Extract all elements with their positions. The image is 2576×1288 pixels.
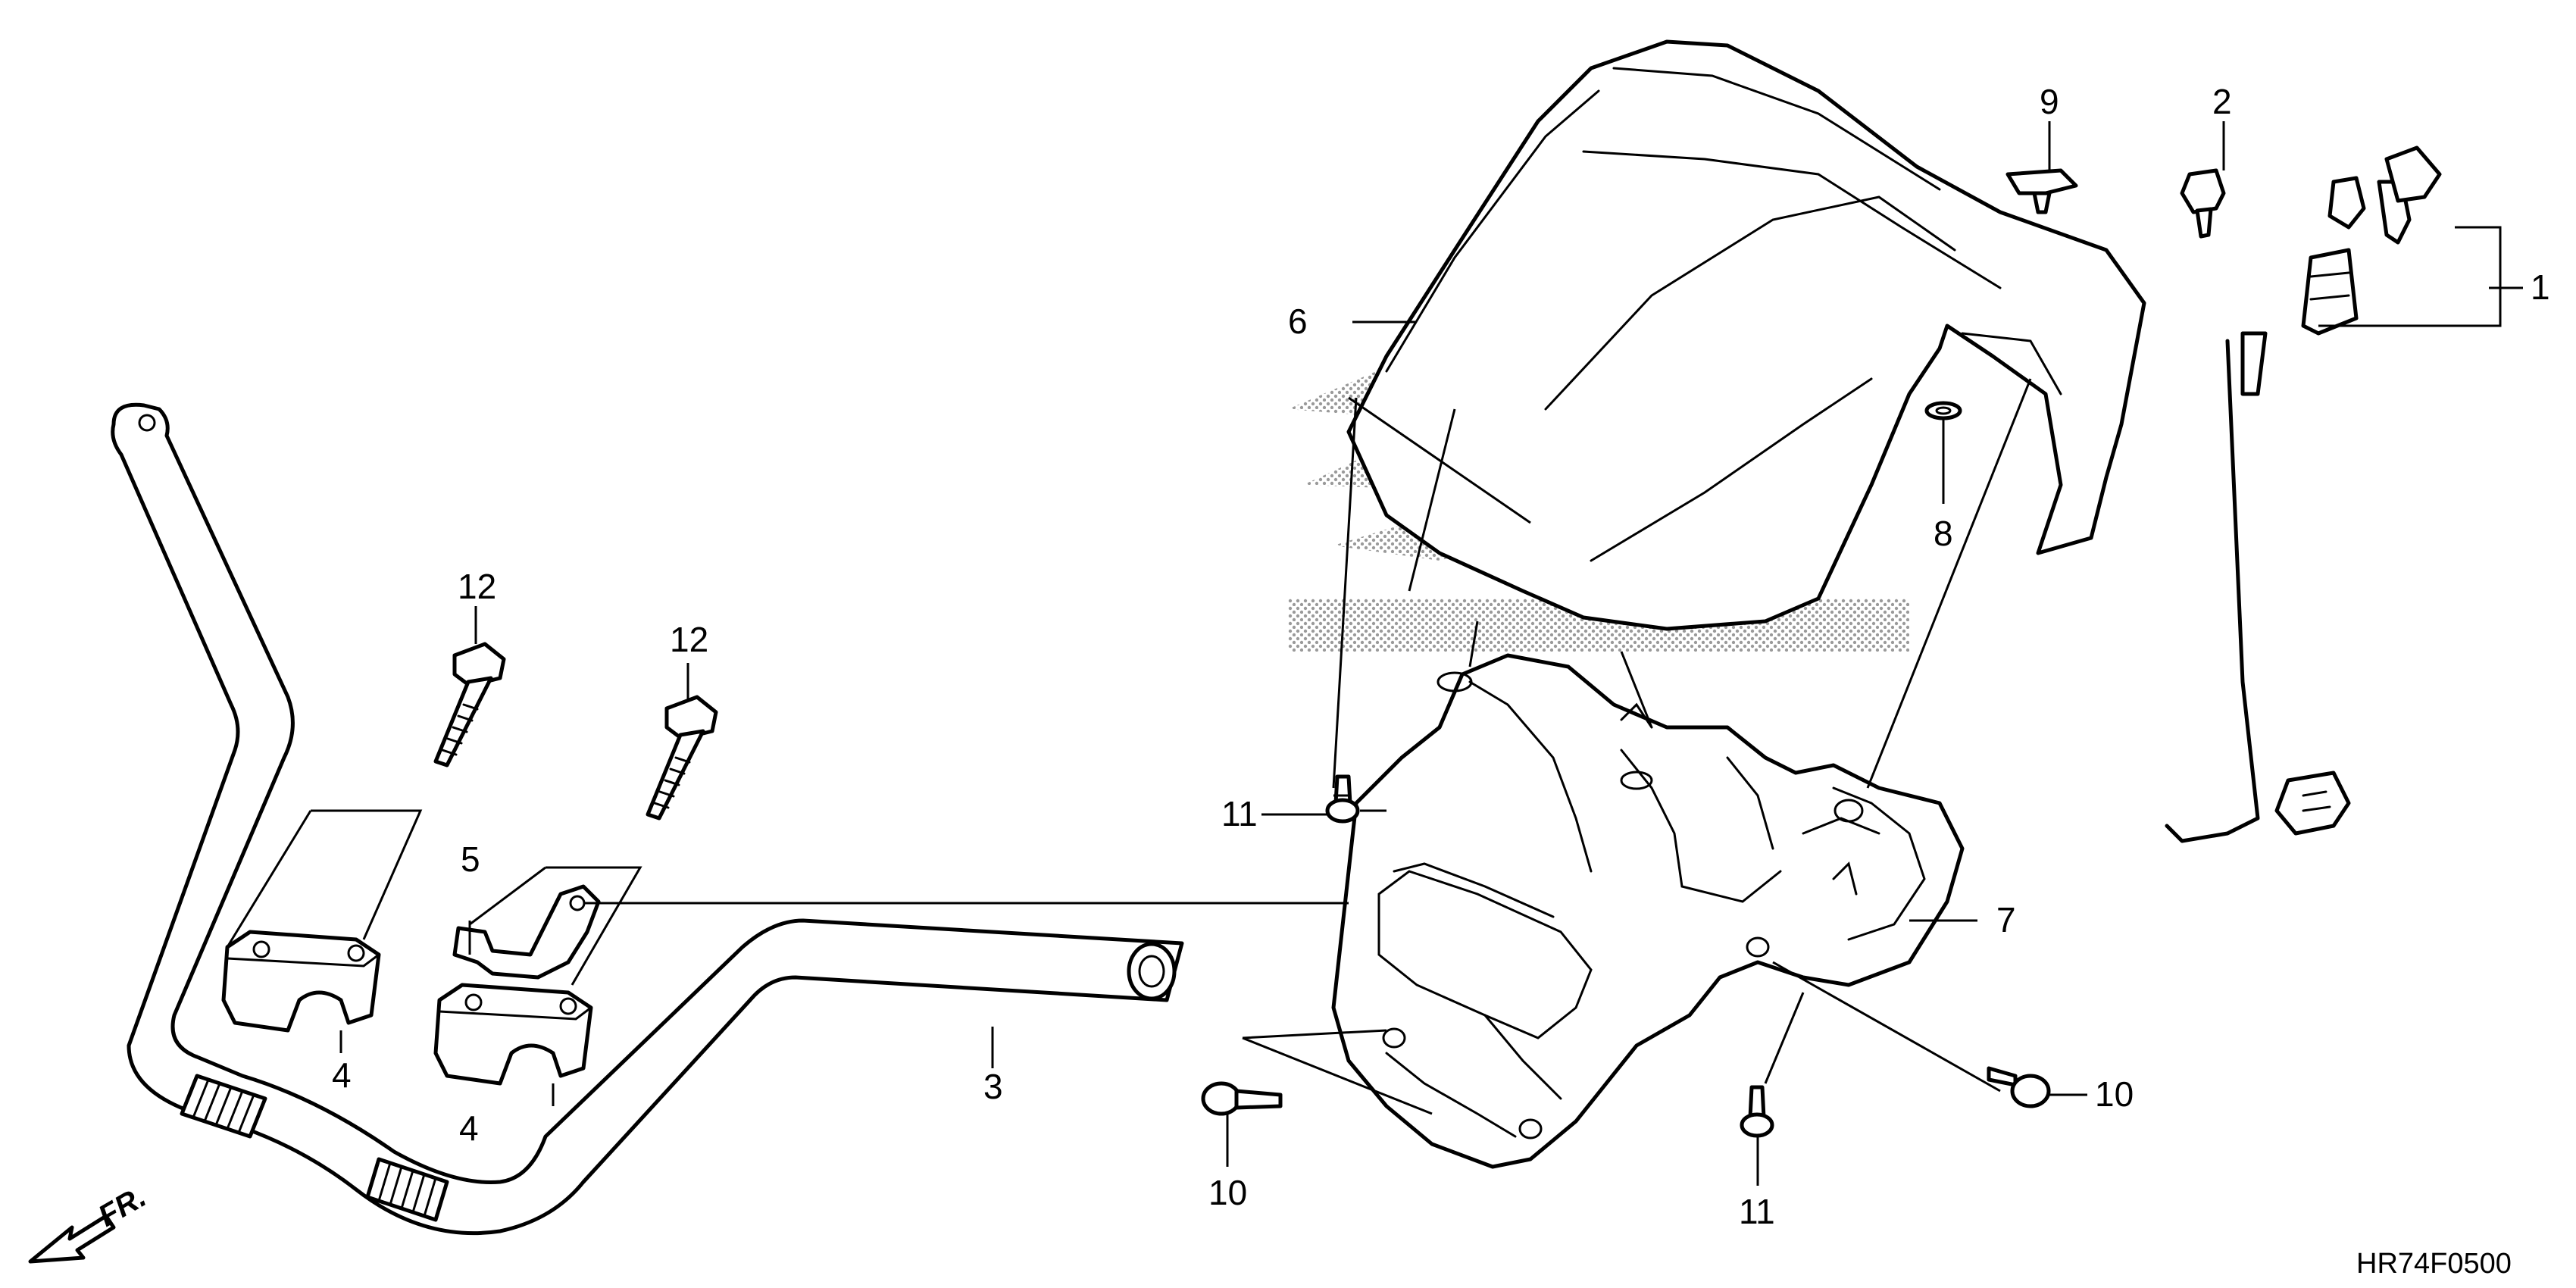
screw-part-10b [1987,1066,2051,1108]
callout-9: 9 [2040,82,2059,121]
callout-labels: 1 2 3 4 4 5 6 7 8 9 10 10 11 11 12 12 [332,82,2550,1231]
visor-cover-part-6 [1346,39,2146,631]
handlebar-part-3 [111,402,1184,1236]
ignition-switch-part-1 [2165,145,2442,843]
callout-4-right: 4 [459,1108,479,1148]
leader-lines [226,121,2523,1186]
callout-6: 6 [1288,302,1308,341]
callout-10-right: 10 [2095,1074,2134,1114]
handlebar-holder-part-4a [221,930,381,1033]
bracket-part-5 [452,884,601,980]
callout-3: 3 [983,1067,1003,1106]
clip-part-2 [2180,168,2226,239]
clip-part-9 [2005,168,2078,214]
callout-11-right: 11 [1739,1192,1775,1231]
screw-part-11a [1325,774,1360,824]
front-direction-arrow: FR. [28,1180,152,1264]
handlebar-holder-part-4b [433,983,593,1086]
callout-7: 7 [1996,900,2016,939]
screw-part-11b [1740,1085,1774,1138]
grommet-part-8 [1924,401,1962,420]
screw-part-10a [1201,1081,1283,1116]
callout-11-left: 11 [1221,794,1258,833]
drawing-code: HR74F0500 [2356,1248,2512,1280]
callout-2: 2 [2212,82,2232,121]
callout-12-left: 12 [458,567,496,606]
bolt-part-12a [433,642,506,767]
callout-5: 5 [461,839,480,879]
callout-4-left: 4 [332,1055,352,1095]
callout-10-left: 10 [1208,1173,1247,1212]
callout-1: 1 [2531,267,2550,307]
bolt-part-12b [646,695,718,821]
handlebar-cover-part-7 [1331,653,1965,1169]
callout-12-right: 12 [670,620,708,659]
callout-8: 8 [1934,514,1953,553]
